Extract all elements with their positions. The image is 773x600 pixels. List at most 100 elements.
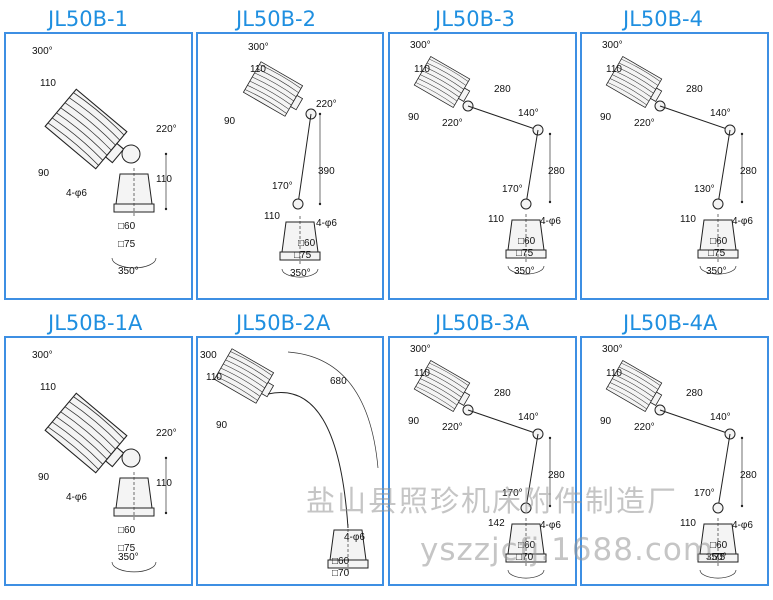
arm-2 bbox=[525, 129, 539, 205]
label-square-60: □60 bbox=[518, 236, 536, 247]
label-square-75: □75 bbox=[118, 543, 136, 554]
lamp-neck bbox=[649, 87, 663, 102]
label-holes: 4-φ6 bbox=[732, 216, 753, 227]
lamp-fin bbox=[249, 80, 292, 106]
arm-1 bbox=[467, 409, 539, 435]
lamp-fin bbox=[68, 97, 121, 141]
panel-title-8: JL50B-4A bbox=[623, 311, 718, 335]
label-length: 110 bbox=[250, 64, 266, 75]
label-square-75: □75 bbox=[516, 248, 534, 259]
label-square-75: □75 bbox=[708, 552, 726, 563]
lamp-head bbox=[605, 359, 663, 413]
panel-title-4: JL50B-4 bbox=[623, 7, 703, 31]
dim-height-end-a bbox=[164, 152, 168, 156]
label-length: 110 bbox=[206, 372, 222, 383]
joint-3 bbox=[712, 502, 724, 514]
arm-1 bbox=[659, 105, 731, 131]
label-holes: 4-φ6 bbox=[344, 532, 365, 543]
lamp-fin bbox=[424, 370, 464, 394]
label-arm-2: 280 bbox=[548, 470, 565, 481]
label-rotation: 300° bbox=[248, 42, 269, 53]
arc-dimension bbox=[287, 351, 379, 469]
label-side: 90 bbox=[216, 420, 228, 431]
panel-title-6: JL50B-2A bbox=[236, 311, 331, 335]
mount-base bbox=[697, 214, 739, 264]
label-side: 90 bbox=[224, 116, 236, 127]
lamp-fin bbox=[612, 74, 652, 98]
dim-height-end-b bbox=[164, 511, 168, 515]
dim-arm-2-end-a bbox=[740, 132, 744, 136]
pivot-joint bbox=[121, 448, 141, 468]
dim-arm-2-end-a bbox=[740, 436, 744, 440]
arm-2 bbox=[525, 433, 539, 509]
lamp-fin bbox=[52, 117, 104, 161]
label-holes: 4-φ6 bbox=[540, 520, 561, 531]
lamp-fin bbox=[254, 72, 297, 98]
lamp-fin bbox=[259, 64, 302, 89]
panel-title-3: JL50B-3 bbox=[435, 7, 515, 31]
label-tilt: 220° bbox=[634, 118, 655, 129]
label-height: 110 bbox=[680, 518, 696, 529]
panel-title-5: JL50B-1A bbox=[48, 311, 143, 335]
lamp-fin bbox=[244, 89, 287, 114]
lamp-fin bbox=[252, 76, 294, 102]
label-base-rotation: 350° bbox=[290, 268, 311, 279]
label-side: 90 bbox=[408, 112, 420, 123]
lamp-fin bbox=[621, 58, 661, 82]
label-length: 110 bbox=[606, 368, 622, 379]
label-tilt: 220° bbox=[156, 428, 177, 439]
joint-3 bbox=[520, 198, 532, 210]
lamp-fin bbox=[215, 376, 258, 401]
label-joint-2: 170° bbox=[502, 184, 523, 195]
lamp-fin bbox=[223, 363, 265, 389]
arm-1 bbox=[297, 113, 312, 205]
gooseneck-arm bbox=[267, 392, 349, 529]
lamp-neck bbox=[104, 142, 125, 164]
base-rotation-arc bbox=[507, 265, 545, 275]
lamp-fin bbox=[429, 58, 469, 82]
dim-arm-2-end-b bbox=[740, 504, 744, 508]
lamp-fin bbox=[227, 355, 270, 380]
label-tilt: 220° bbox=[156, 124, 177, 135]
lamp-head bbox=[605, 55, 663, 109]
lamp-neck bbox=[457, 87, 471, 102]
label-holes: 4-φ6 bbox=[540, 216, 561, 227]
base-rotation-arc bbox=[699, 265, 737, 275]
lamp-fin bbox=[247, 85, 290, 110]
base-rotation-arc bbox=[699, 569, 737, 579]
lamp-fin bbox=[607, 82, 647, 106]
label-arm-1: 280 bbox=[686, 388, 703, 399]
lamp-fin bbox=[60, 107, 112, 151]
label-base-rotation: 350° bbox=[706, 552, 727, 563]
label-square-75: □75 bbox=[708, 248, 726, 259]
label-rotation: 300° bbox=[410, 344, 431, 355]
panel-title-2: JL50B-2 bbox=[236, 7, 316, 31]
label-joint-2: 170° bbox=[502, 488, 523, 499]
label-tilt: 220° bbox=[634, 422, 655, 433]
label-arm-2: 280 bbox=[548, 166, 565, 177]
lamp-head bbox=[213, 348, 275, 404]
label-height: 110 bbox=[156, 174, 172, 185]
lamp-fin bbox=[417, 78, 458, 102]
lamp-neck bbox=[290, 94, 304, 111]
lamp-fin bbox=[73, 396, 125, 440]
label-joint-2: 170° bbox=[272, 181, 293, 192]
lamp-head bbox=[44, 392, 128, 474]
joint-3 bbox=[712, 198, 724, 210]
label-square-60: □60 bbox=[332, 556, 350, 567]
label-holes: 4-φ6 bbox=[66, 492, 87, 503]
lamp-fin bbox=[424, 66, 464, 90]
panel-title-7: JL50B-3A bbox=[435, 311, 530, 335]
label-square-60: □60 bbox=[710, 236, 728, 247]
label-base-rotation: 350° bbox=[706, 266, 727, 277]
label-square-75: □75 bbox=[294, 250, 312, 261]
